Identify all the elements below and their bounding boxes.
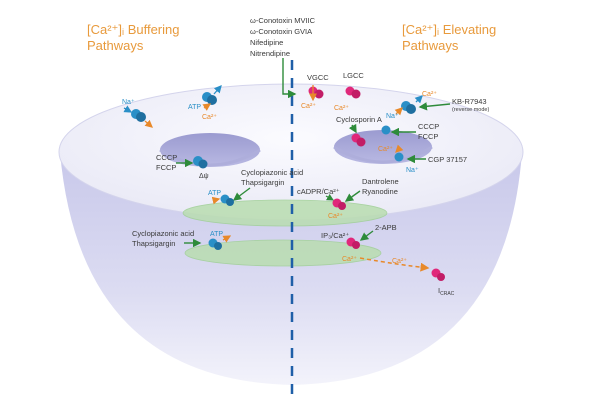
ca-mito-right-label: Ca²⁺ (378, 146, 393, 153)
top-drug-4: Nitrendipine (250, 49, 290, 58)
er-upper (182, 199, 388, 227)
serca-lower-icon (208, 238, 222, 250)
serca-lower-ca-arrow (222, 235, 232, 243)
cpa-lower-2: Thapsigargin (132, 239, 175, 248)
ca-icrac-label: Ca²⁺ (392, 258, 407, 265)
cccp-right-2: FCCP (418, 132, 438, 141)
serca-upper-ca-arrow (211, 196, 221, 205)
atp-top-label: ATP (188, 104, 201, 111)
lgcc-channel-icon (345, 86, 361, 99)
left-mitochondrion (160, 133, 260, 167)
ca-left-out-arrow (144, 119, 153, 128)
cpa-upper-arrow (232, 187, 251, 201)
dantrolene-1: Dantrolene (362, 177, 399, 186)
atp-serca1-label: ATP (208, 190, 221, 197)
icrac-sub: CRAC (440, 291, 455, 297)
delta-psi-label: Δψ (199, 173, 209, 180)
ncx-na-arrow (414, 95, 423, 104)
cadpr-label: cADPR/Ca²⁺ (297, 187, 340, 196)
atp-serca2-label: ATP (210, 231, 223, 238)
ca-kb-label: Ca²⁺ (422, 91, 437, 98)
ryr-channel-icon (332, 198, 346, 210)
vgcc-ca-label: Ca²⁺ (301, 103, 316, 110)
cccp-left-2: FCCP (156, 163, 176, 172)
ca-ryr-label: Ca²⁺ (328, 213, 343, 220)
kb-inhibition-arrow (418, 102, 451, 111)
cpa-upper-2: Thapsigargin (241, 178, 284, 187)
cyclosporin-arrow (348, 123, 357, 134)
top-drug-3: Nifedipine (250, 38, 283, 47)
top-drug-2: ω-Conotoxin GVIA (250, 27, 312, 36)
mcu-left-icon (193, 156, 208, 169)
kb-note: (reverse mode) (452, 107, 489, 113)
mito-ncx-ca-arrow (395, 144, 404, 153)
cccp-right-1: CCCP (418, 122, 439, 131)
cpa-lower-1: Cyclopiazonic acid (132, 229, 194, 238)
buffering-title-line2: Pathways (87, 38, 144, 53)
elevating-title-line1: [Ca²⁺]ᵢ Elevating (402, 22, 496, 37)
pmca-out-arrow (213, 85, 222, 95)
apb-label: 2-APB (375, 223, 397, 232)
left-mitochondrion-lip (159, 148, 261, 167)
buffering-title-line1: [Ca²⁺]ᵢ Buffering (87, 22, 180, 37)
er-lower (184, 239, 382, 267)
mito-ncx-icon (394, 152, 404, 162)
ip3r-channel-icon (346, 237, 360, 249)
lgcc-ca-label: Ca²⁺ (334, 105, 349, 112)
cyclosporin-label: Cyclosporin A (336, 115, 382, 124)
cgp-label: CGP 37157 (428, 155, 467, 164)
na-right2-label: Na⁺ (406, 167, 419, 174)
ncx-ca-arrow (394, 107, 403, 116)
cccp-left-1: CCCP (156, 153, 177, 162)
dantrolene-2: Ryanodine (362, 187, 398, 196)
icrac-channel-icon (431, 268, 445, 281)
cadpr-arrow (325, 193, 335, 201)
ca-icrac-dashed-arrow (359, 257, 430, 272)
ptp-channel-icon (351, 133, 366, 147)
lgcc-label: LGCC (343, 71, 364, 80)
top-drug-1: ω-Conotoxin MVIIC (250, 16, 316, 25)
right-mitochondrion-lip (333, 145, 433, 164)
cpa-upper-1: Cyclopiazonic acid (241, 168, 303, 177)
ca-top-label: Ca²⁺ (202, 114, 217, 121)
pmca-pump-icon (202, 92, 217, 105)
na-left-arrow (123, 105, 133, 113)
apb-arrow (359, 230, 374, 241)
dantrolene-arrow (344, 190, 361, 202)
na-left-label: Na⁺ (122, 99, 135, 106)
ip3-label: IP₃/Ca²⁺ (321, 231, 349, 240)
icrac-main: I (438, 286, 440, 295)
na-right1-label: Na⁺ (386, 113, 399, 120)
ca-er-label: Ca²⁺ (342, 256, 357, 263)
top-drug-inhibition-arrow (282, 58, 297, 99)
serca-upper-icon (220, 194, 234, 206)
vgcc-label: VGCC (307, 73, 329, 82)
ncx-right-icon (401, 101, 416, 114)
na-ca-exchanger-icon (131, 109, 146, 122)
kb-label: KB-R7943 (452, 97, 487, 106)
icrac-label: ICRAC (438, 286, 455, 297)
pmca-ca-arrow (202, 103, 212, 111)
elevating-title-line2: Pathways (402, 38, 459, 53)
mcu-right-icon (381, 125, 391, 135)
